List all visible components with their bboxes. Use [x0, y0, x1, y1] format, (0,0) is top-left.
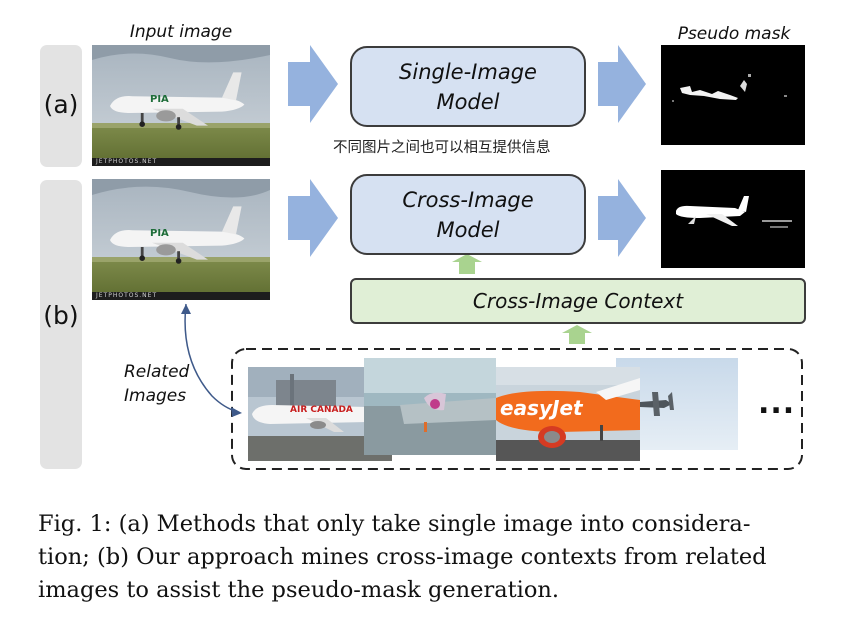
cross-image-context-box: Cross-Image Context: [350, 278, 806, 324]
cross-image-model-box: Cross-Image Model: [350, 174, 586, 255]
pseudo-mask-heading: Pseudo mask: [677, 24, 791, 44]
arrow-single-model-to-mask: [598, 45, 646, 123]
related-image-terminal: [364, 358, 496, 455]
plane-livery-pia-b: PIA: [150, 228, 169, 239]
arrow-context-to-cross-model: [452, 254, 482, 274]
arrow-input-to-cross-model: [288, 179, 338, 257]
row-b-label-pill: [40, 180, 82, 469]
row-a-label: (a): [43, 89, 79, 119]
caption-line-2: tion; (b) Our approach mines cross-image…: [38, 544, 767, 570]
arrow-related-to-context: [562, 325, 592, 344]
related-image-easyjet: [496, 367, 640, 461]
plane-livery-easyjet: easyJet: [500, 396, 583, 420]
caption-line-1: Fig. 1: (a) Methods that only take singl…: [38, 511, 751, 537]
arrow-cross-model-to-mask: [598, 179, 646, 257]
plane-livery-pia-a: PIA: [150, 94, 169, 105]
connector-arrowhead-top: [181, 304, 191, 314]
single-image-model-box: Single-Image Model: [350, 46, 586, 127]
watermark-a: JETPHOTOS.NET: [96, 158, 158, 165]
watermark-b: JETPHOTOS.NET: [96, 292, 158, 299]
more-images-ellipsis: ...: [758, 386, 796, 421]
input-image-b: [92, 179, 270, 300]
related-images-connector: [184, 303, 239, 413]
pseudo-mask-a: [661, 45, 805, 145]
related-images-label: Related Images: [124, 362, 190, 406]
arrow-input-to-single-model: [288, 45, 338, 123]
input-image-a: [92, 45, 270, 166]
row-a-label-pill: [40, 45, 82, 167]
chinese-annotation: 不同图片之间也可以相互提供信息: [333, 140, 551, 156]
row-b-label: (b): [43, 300, 79, 330]
plane-livery-air-canada: AIR CANADA: [290, 405, 353, 415]
pseudo-mask-b: [661, 170, 805, 268]
input-image-heading: Input image: [129, 22, 233, 42]
caption-line-3: images to assist the pseudo-mask generat…: [38, 577, 560, 603]
connector-arrowhead-bottom: [231, 407, 242, 417]
